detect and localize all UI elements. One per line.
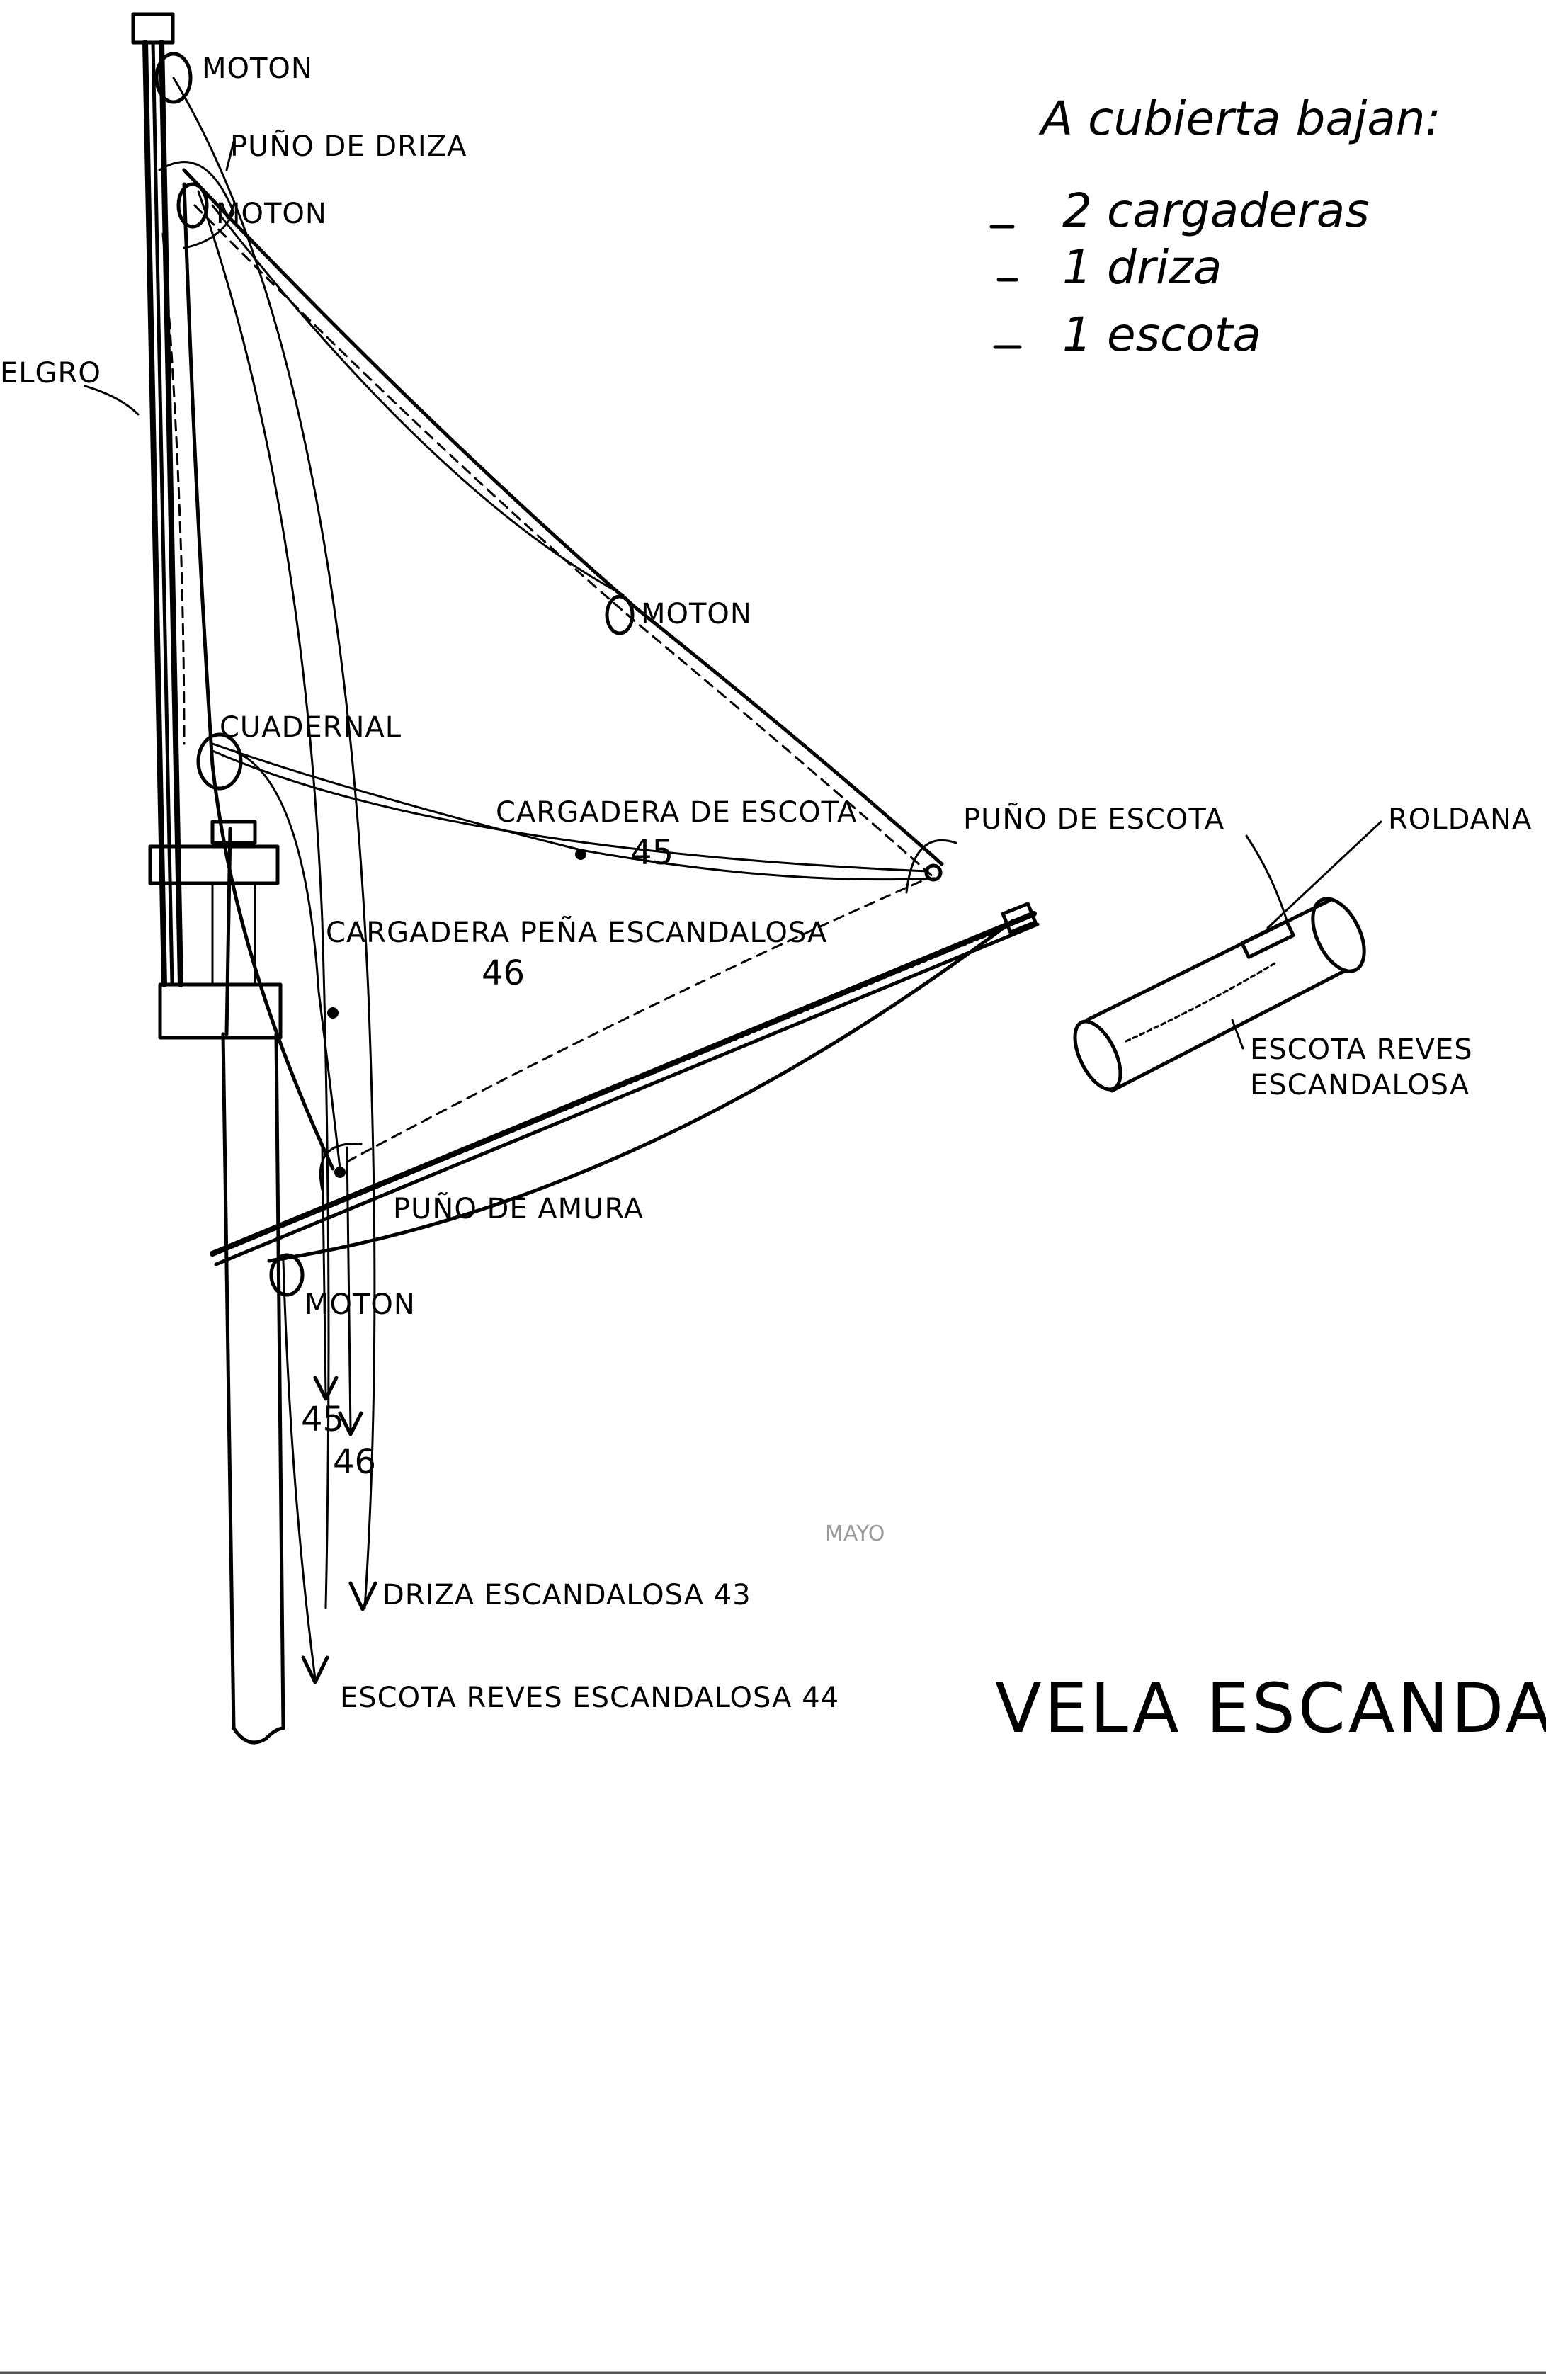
labels: MOTON PUÑO DE DRIZA MOTON ELGRO MOTON CU… [0,52,1532,1714]
label-arrow-46: 46 [333,1442,376,1482]
deck-note-item-2: 1 driza [1062,240,1222,295]
moton-mid-block [605,594,635,635]
mast [131,12,285,1745]
mast-cap [131,12,175,45]
moton-top-block [154,52,193,104]
deck-note-item-1: 2 cargaderas [1062,183,1370,238]
label-moton-upper: MOTON [216,198,327,230]
label-arrow-45: 45 [301,1400,344,1439]
label-moton-low: MOTON [305,1288,416,1321]
deck-note-item-3: 1 escota [1062,307,1261,362]
cuadernal-block [196,732,243,790]
blocks [154,52,957,1297]
label-cargadera-escota-num: 45 [630,833,673,873]
mast-band-upper [148,844,280,885]
diagram-title: VELA ESCANDALOSA [995,1669,1546,1748]
label-moton-mid: MOTON [641,598,752,630]
label-cuadernal: CUADERNAL [220,711,402,744]
mast-band-lower [158,982,283,1040]
label-detail-escota-l1: ESCOTA REVES [1250,1033,1473,1066]
moton-upper-block [176,182,209,229]
deck-note-heading: A cubierta bajan: [1038,91,1441,146]
label-vela-edge: ELGRO [0,357,101,390]
label-puno-escota: PUÑO DE ESCOTA [963,802,1224,836]
roldana-detail [1073,820,1382,1093]
label-stamp: MAYO [825,1522,885,1546]
label-cargadera-pena-num: 46 [482,953,525,993]
label-escota-reves: ESCOTA REVES ESCANDALOSA 44 [340,1682,839,1714]
label-puno-driza: PUÑO DE DRIZA [230,129,467,163]
label-roldana: ROLDANA [1388,803,1532,836]
label-moton-top: MOTON [202,52,313,85]
label-detail-escota-l2: ESCANDALOSA [1250,1069,1470,1101]
label-cargadera-escota: CARGADERA DE ESCOTA [496,796,857,829]
label-driza: DRIZA ESCANDALOSA 43 [382,1579,751,1611]
boom [210,902,1040,1266]
deck-note: A cubierta bajan: 2 cargaderas 1 driza 1… [989,91,1441,362]
label-cargadera-pena: CARGADERA PEÑA ESCANDALOSA [326,915,827,949]
moton-low-block [269,1253,305,1297]
running-rigging [172,76,929,1684]
label-puno-amura: PUÑO DE AMURA [393,1191,644,1225]
